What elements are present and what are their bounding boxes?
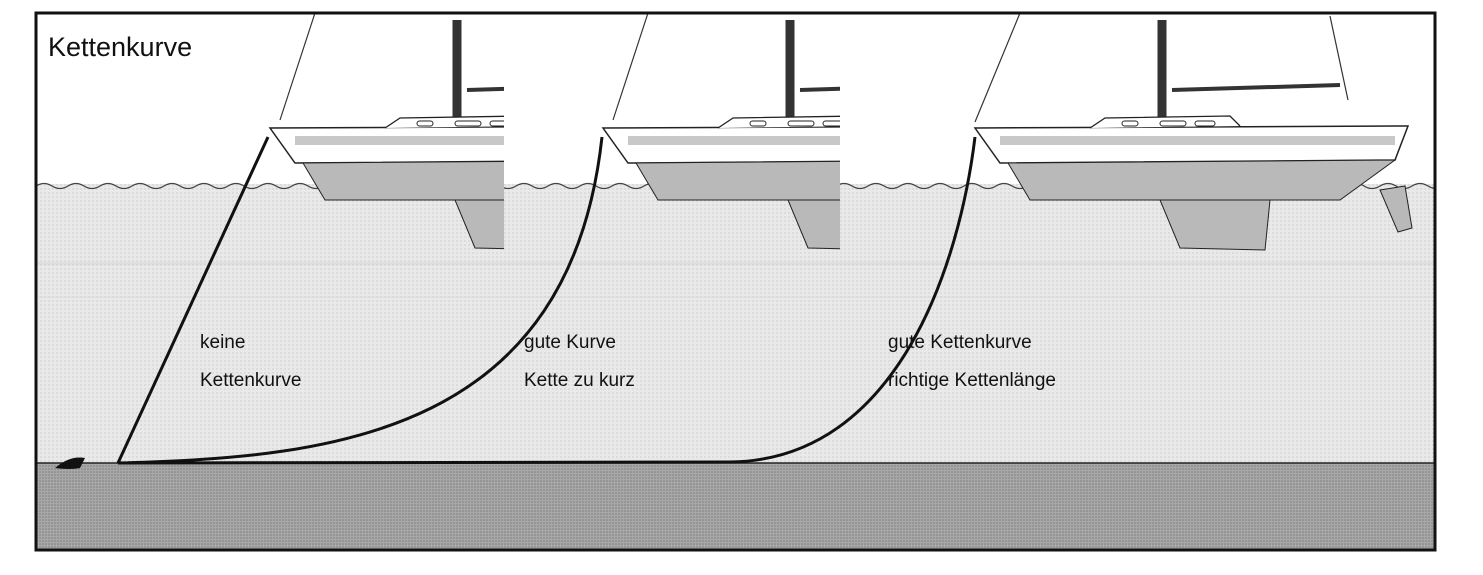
chain-short	[117, 136, 604, 465]
case-1-line-1: keine	[200, 332, 245, 353]
boat-1	[268, 13, 504, 250]
diagram-frame	[34, 11, 1437, 552]
case-3-line-1: gute Kettenkurve	[888, 332, 1032, 353]
boat-2	[601, 13, 840, 250]
case-2-line-2: Kette zu kurz	[524, 370, 635, 391]
case-2-line-1: gute Kurve	[524, 332, 616, 353]
chain-correct	[117, 136, 977, 465]
diagram-title: Kettenkurve	[48, 32, 192, 62]
anchor-icon	[55, 457, 85, 469]
chain-no-curve	[116, 136, 270, 464]
seabed	[36, 463, 1435, 550]
case-3-line-2: richtige Kettenlänge	[888, 370, 1056, 391]
boat-3	[973, 13, 1413, 251]
water-bands	[36, 262, 1435, 298]
case-1-line-2: Kettenkurve	[200, 370, 301, 391]
